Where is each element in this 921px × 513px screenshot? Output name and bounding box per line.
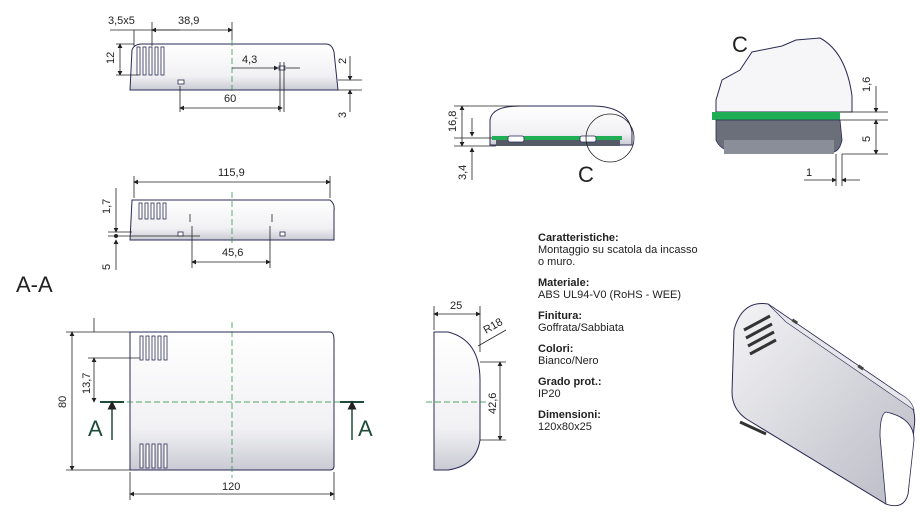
vent-slots-top: [136, 46, 165, 76]
dim-42-6: 42,6: [487, 393, 499, 414]
specifications-panel: Caratteristiche: Montaggio su scatola da…: [538, 232, 728, 442]
dim-1-6: 1,6: [861, 77, 873, 92]
spec-label: Materiale:: [538, 277, 590, 289]
spec-value: IP20: [538, 388, 561, 400]
plan-view: A A 80 13,7 120: [57, 318, 373, 500]
dim-1-7: 1,7: [101, 199, 113, 214]
spec-value: Bianco/Nero: [538, 355, 599, 367]
product-3d-render: [731, 303, 916, 507]
spec-protection: Grado prot.: IP20: [538, 376, 728, 400]
front-view: 115,9 1,7 5 45,6: [101, 167, 335, 270]
dim-3-4: 3,4: [457, 165, 469, 180]
spec-label: Dimensioni:: [538, 409, 601, 421]
spec-label: Grado prot.:: [538, 376, 602, 388]
section-mark-right: A: [358, 416, 373, 441]
side-section-view: C 16,8 3,4: [447, 105, 635, 187]
dim-38-9: 38,9: [178, 15, 199, 27]
spec-label: Colori:: [538, 343, 574, 355]
spec-finish: Finitura: Goffrata/Sabbiata: [538, 310, 728, 334]
spec-colors: Colori: Bianco/Nero: [538, 343, 728, 367]
spec-label: Caratteristiche:: [538, 232, 619, 244]
vent-slots-plan-bottom: [139, 443, 168, 469]
section-title: A-A: [16, 272, 53, 297]
dim-R18: R18: [482, 316, 505, 336]
vent-slots-front: [138, 202, 167, 220]
dim-5: 5: [101, 264, 113, 270]
dim-115-9: 115,9: [218, 167, 245, 179]
spec-value: 120x80x25: [538, 421, 592, 433]
spec-value: Montaggio su scatola da incasso o muro.: [538, 244, 698, 268]
dim-3: 3: [337, 112, 349, 118]
profile-view: 25 R18 42,6: [426, 300, 507, 471]
top-view: 3,5x5 38,9 12 4,3 60 2 3: [105, 15, 362, 118]
dim-16-8: 16,8: [447, 111, 459, 132]
section-mark-left: A: [88, 416, 103, 441]
dim-slot-size: 3,5x5: [108, 15, 135, 27]
spec-label: Finitura:: [538, 310, 582, 322]
dim-80: 80: [57, 396, 69, 408]
dim-12: 12: [105, 52, 117, 64]
dim-5-detail: 5: [861, 136, 873, 142]
dim-4-3: 4,3: [242, 54, 257, 66]
vent-slots-3d: [739, 314, 777, 436]
spec-dimensions: Dimensioni: 120x80x25: [538, 409, 728, 433]
dim-120: 120: [222, 481, 240, 493]
detail-c-view: C 1,6 5 1: [712, 32, 888, 186]
spec-characteristics: Caratteristiche: Montaggio su scatola da…: [538, 232, 728, 268]
dim-1: 1: [806, 167, 812, 179]
dim-60: 60: [224, 93, 236, 105]
spec-value: Goffrata/Sabbiata: [538, 322, 625, 334]
dim-45-6: 45,6: [222, 247, 243, 259]
detail-title: C: [732, 32, 748, 57]
vent-slots-plan-top: [139, 335, 168, 361]
detail-ref-label: C: [578, 162, 594, 187]
spec-material: Materiale: ABS UL94-V0 (RoHS - WEE): [538, 277, 728, 301]
dim-25: 25: [450, 300, 462, 312]
dim-13-7: 13,7: [81, 373, 93, 394]
dim-2: 2: [337, 58, 349, 64]
spec-value: ABS UL94-V0 (RoHS - WEE): [538, 289, 682, 301]
